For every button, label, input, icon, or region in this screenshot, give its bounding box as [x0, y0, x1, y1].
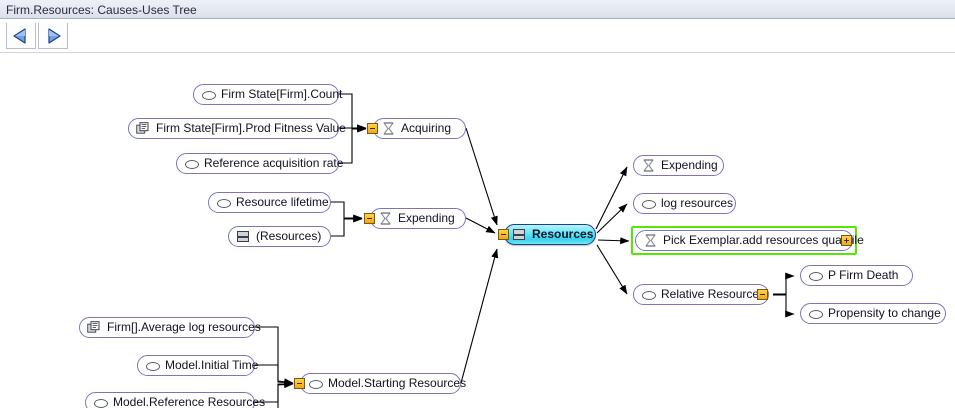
tree-node-avg_log_resources[interactable]: Firm[].Average log resources: [79, 317, 261, 338]
tree-node-label: Model.Starting Resources: [328, 376, 467, 390]
ellipse-icon: [93, 396, 108, 408]
tree-node-expending_left[interactable]: Expending: [370, 208, 466, 229]
back-button[interactable]: [6, 23, 36, 49]
tree-node-relative_resources-collapse-toggle[interactable]: [757, 289, 768, 300]
hourglass-icon: [381, 122, 396, 135]
tree-node-pick_exemplar-expand-toggle[interactable]: [841, 235, 852, 246]
tree-node-expending_right[interactable]: Expending: [633, 155, 724, 176]
tree-node-label: Acquiring: [401, 121, 452, 135]
tree-node-label: Model.Initial Time: [165, 358, 259, 372]
edge-layer: [255, 93, 795, 408]
tree-node-model_starting_res[interactable]: Model.Starting Resources: [300, 373, 466, 394]
tree-node-pick_exemplar[interactable]: Pick Exemplar.add resources quantile: [635, 230, 864, 251]
layers-icon: [136, 122, 151, 135]
ellipse-icon: [641, 197, 656, 210]
hourglass-icon: [643, 234, 658, 247]
tree-node-resources[interactable]: Resources: [504, 224, 596, 245]
tree-node-label: Resources: [532, 227, 594, 241]
tree-node-label: (Resources): [256, 229, 322, 243]
tree-node-firm_state_count[interactable]: Firm State[Firm].Count: [193, 84, 343, 105]
stock-icon: [512, 228, 527, 241]
tree-node-model_initial_time[interactable]: Model.Initial Time: [137, 355, 259, 376]
tree-node-model_starting_res-collapse-toggle[interactable]: [294, 378, 305, 389]
toolbar: [0, 20, 955, 53]
window-titlebar: Firm.Resources: Causes-Uses Tree: [0, 0, 955, 19]
layers-icon: [87, 321, 102, 334]
stock-icon: [236, 230, 251, 243]
selection-highlight: [631, 226, 857, 255]
tree-node-label: Reference acquisition rate: [204, 156, 344, 170]
tree-node-label: Firm State[Firm].Prod Fitness Value: [156, 121, 346, 135]
tree-node-acquiring-collapse-toggle[interactable]: [367, 123, 378, 134]
tree-node-label: Firm[].Average log resources: [107, 320, 261, 334]
forward-button[interactable]: [38, 23, 68, 49]
tree-node-label: Pick Exemplar.add resources quantile: [663, 233, 864, 247]
tree-node-acquiring[interactable]: Acquiring: [373, 118, 466, 139]
tree-node-label: Firm State[Firm].Count: [221, 87, 343, 101]
tree-node-prod_fitness[interactable]: Firm State[Firm].Prod Fitness Value: [128, 118, 346, 139]
tree-node-label: Relative Resources: [661, 287, 766, 301]
tree-node-ref_acq_rate[interactable]: Reference acquisition rate: [176, 153, 343, 174]
tree-node-resource_lifetime[interactable]: Resource lifetime: [208, 192, 331, 213]
ellipse-icon: [808, 307, 823, 320]
tree-node-expending_left-collapse-toggle[interactable]: [364, 213, 375, 224]
tree-node-resources-collapse-toggle[interactable]: [498, 229, 509, 240]
tree-node-label: Model.Reference Resources: [113, 395, 266, 408]
tree-node-label: Resource lifetime: [236, 195, 329, 209]
tree-node-propensity_to_change[interactable]: Propensity to change: [800, 303, 946, 324]
tree-node-label: log resources: [661, 196, 734, 210]
tree-node-label: Expending: [398, 211, 455, 225]
ellipse-icon: [184, 157, 199, 170]
tree-node-label: P Firm Death: [828, 268, 899, 282]
tree-node-label: Expending: [661, 158, 718, 172]
hourglass-icon: [378, 212, 393, 225]
tree-node-p_firm_death[interactable]: P Firm Death: [800, 265, 913, 286]
ellipse-icon: [201, 88, 216, 101]
tree-node-relative_resources[interactable]: Relative Resources: [633, 284, 769, 305]
ellipse-icon: [216, 196, 231, 209]
tree-node-resources_paren[interactable]: (Resources): [228, 226, 331, 247]
ellipse-icon: [808, 269, 823, 282]
ellipse-icon: [308, 377, 323, 390]
tree-node-label: Propensity to change: [828, 306, 941, 320]
ellipse-icon: [641, 288, 656, 301]
tree-node-log_resources[interactable]: log resources: [633, 193, 736, 214]
ellipse-icon: [145, 359, 160, 372]
tree-node-model_ref_resources[interactable]: Model.Reference Resources: [85, 392, 265, 408]
page-title: Firm.Resources: Causes-Uses Tree: [6, 3, 197, 17]
hourglass-icon: [641, 159, 656, 172]
